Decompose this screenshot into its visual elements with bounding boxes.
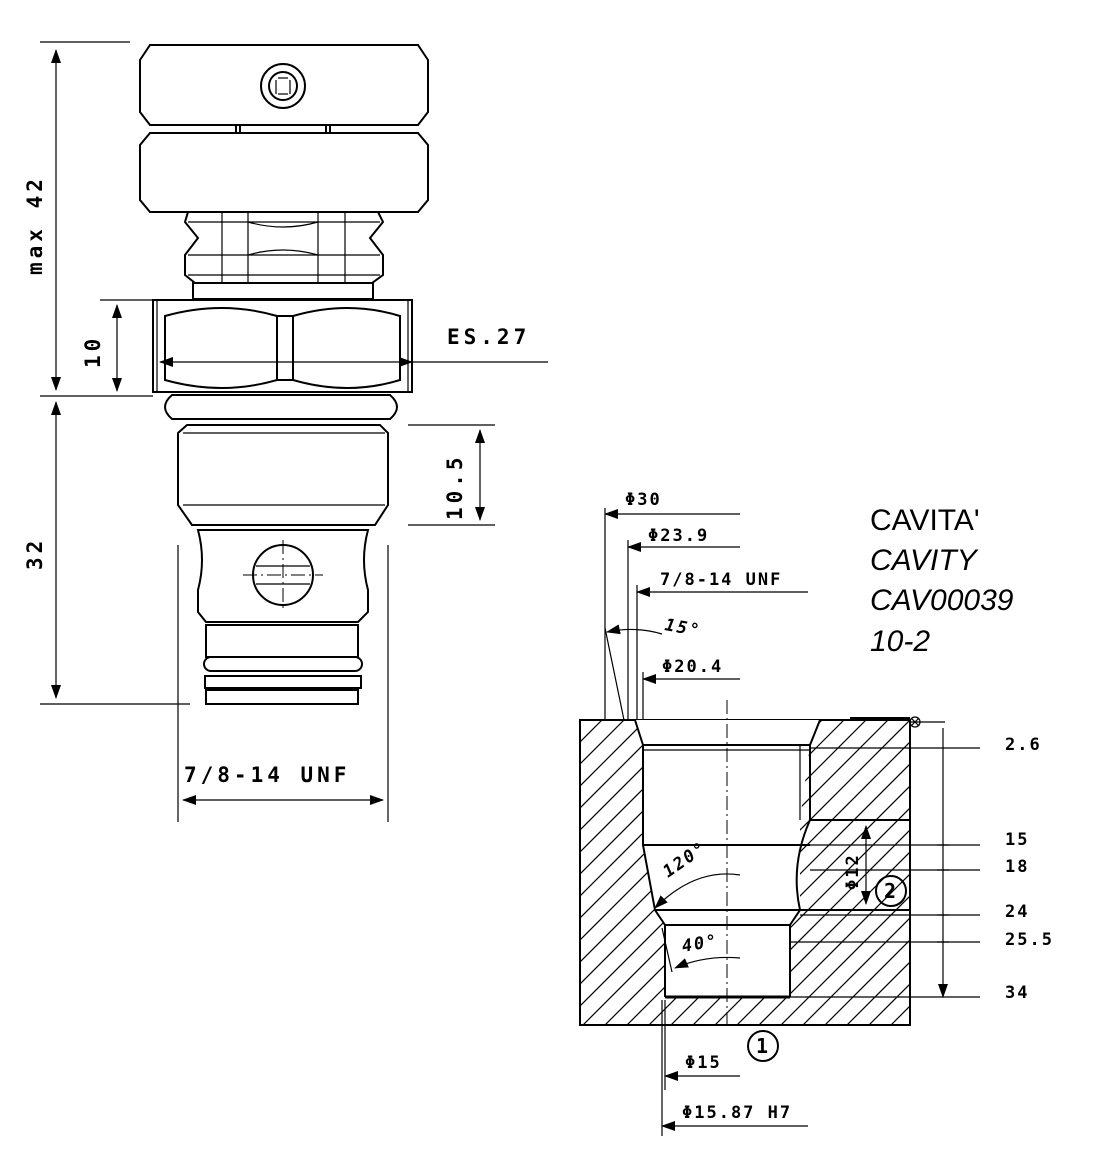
dim-dia-15-87: Φ15.87 H7 <box>682 1103 792 1123</box>
hatch-line <box>780 895 910 1025</box>
depth-15: 15 <box>1005 830 1029 850</box>
depth-24: 24 <box>1005 902 1029 922</box>
dim-cavity-thread: 7/8-14 UNF <box>660 570 782 590</box>
hatch-line <box>890 1005 910 1025</box>
hatch-line <box>580 720 669 809</box>
depth-18: 18 <box>1005 857 1029 877</box>
dim-dia-15: Φ15 <box>685 1053 722 1073</box>
lock-nut <box>183 211 385 284</box>
dim-dia-30: Φ30 <box>625 490 662 510</box>
hatch-line <box>580 720 625 765</box>
depth-markers <box>937 844 949 943</box>
port-2-icon <box>875 875 907 907</box>
depth-25-5: 25.5 <box>1005 930 1054 950</box>
knob-bottom <box>139 132 429 213</box>
dim-es27: ES.27 <box>447 325 530 349</box>
hatch-line <box>758 873 910 1025</box>
hatch-line <box>802 917 910 1025</box>
dim-32: 32 <box>23 537 47 570</box>
depth-34: 34 <box>1005 983 1029 1003</box>
knob-top <box>139 44 429 126</box>
depth-2-6: 2.6 <box>1005 735 1042 755</box>
port-1-icon <box>747 1030 779 1062</box>
spool-end <box>205 624 359 658</box>
port-2-label: 2 <box>884 879 896 903</box>
thread-section <box>177 424 389 526</box>
hatch-line <box>824 939 910 1025</box>
cavity-code: CAV00039 <box>870 584 1014 617</box>
dim-dia-23-9: Φ23.9 <box>648 526 709 546</box>
port-1-label: 1 <box>756 1034 768 1058</box>
dim-dia-12: Φ12 <box>843 853 863 890</box>
o-ring-lower <box>203 656 363 672</box>
cavity-size: 10-2 <box>870 625 930 658</box>
set-screw-icon <box>260 63 306 109</box>
dim-max-42: max 42 <box>23 175 47 275</box>
cavity-title-en: CAVITY <box>870 544 979 577</box>
hatch-line <box>580 720 647 787</box>
cavity-drawing: CAVITA' CAVITY CAV00039 10-2 Φ30 <box>579 490 1054 1136</box>
hex-body <box>152 299 413 393</box>
hatch-line <box>580 720 691 831</box>
dim-dia-20-4: Φ20.4 <box>662 657 723 677</box>
hatch-line <box>846 961 910 1025</box>
cavity-title-it: CAVITA' <box>870 504 980 537</box>
lower-body <box>196 529 370 623</box>
o-ring-upper <box>164 394 398 420</box>
cartridge-valve: max 42 10 ES.27 32 10.5 7/8-14 UNF <box>23 41 548 822</box>
dim-10-5: 10.5 <box>443 453 467 520</box>
dim-thread-size: 7/8-14 UNF <box>184 763 350 787</box>
hatch-line <box>868 983 910 1025</box>
dim-angle-15: 15° <box>663 615 703 641</box>
dim-hex-10: 10 <box>81 335 105 368</box>
